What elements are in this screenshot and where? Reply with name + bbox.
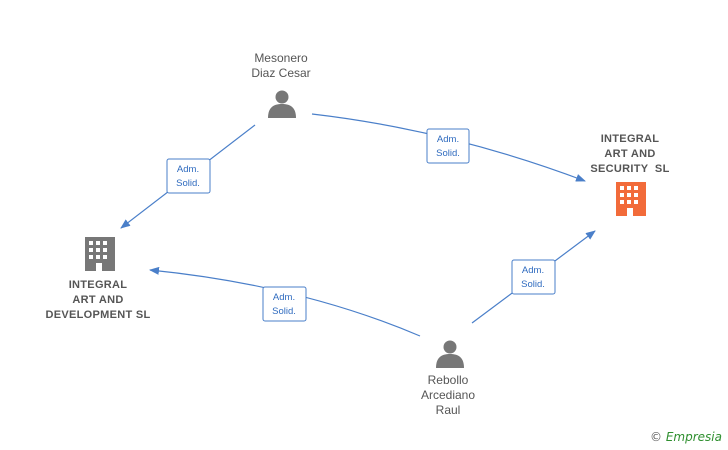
edge-label-line-1: Adm. bbox=[273, 292, 295, 303]
node-mesonero[interactable]: Mesonero Diaz Cesar bbox=[251, 51, 311, 118]
node-name-line-1: INTEGRAL bbox=[601, 133, 660, 145]
building-icon bbox=[85, 237, 115, 271]
edge-label-line-1: Adm. bbox=[437, 134, 459, 145]
copyright-symbol: © bbox=[650, 430, 663, 444]
node-name-line-2: Diaz Cesar bbox=[251, 66, 310, 80]
edge-label-line-2: Solid. bbox=[272, 306, 296, 317]
edge-rebollo-to-security: Adm. Solid. bbox=[471, 230, 596, 324]
edge-label-box bbox=[166, 158, 211, 194]
edge-label-line-1: Adm. bbox=[177, 164, 199, 175]
edge-label-line-1: Adm. bbox=[522, 265, 544, 276]
node-name-line-2: ART AND bbox=[604, 148, 655, 160]
edge-label-line-2: Solid. bbox=[521, 279, 545, 290]
edge-label-box bbox=[262, 286, 307, 322]
empresia-watermark: © Empresia bbox=[650, 430, 722, 444]
person-icon bbox=[436, 340, 464, 368]
building-icon bbox=[616, 182, 646, 216]
edge-label-box bbox=[426, 128, 470, 164]
node-name-line-1: Mesonero bbox=[254, 51, 308, 65]
node-integral-security[interactable]: INTEGRAL ART AND SECURITY SL bbox=[590, 133, 669, 216]
node-rebollo[interactable]: Rebollo Arcediano Raul bbox=[421, 340, 475, 418]
person-icon bbox=[268, 90, 296, 118]
node-name-line-3: DEVELOPMENT SL bbox=[45, 309, 150, 321]
node-name-line-3: SECURITY SL bbox=[590, 163, 669, 175]
edge-mesonero-to-development: Adm. Solid. bbox=[120, 124, 256, 229]
edge-rebollo-to-development: Adm. Solid. bbox=[149, 266, 421, 337]
node-name-line-3: Raul bbox=[436, 403, 461, 417]
node-integral-development[interactable]: INTEGRAL ART AND DEVELOPMENT SL bbox=[45, 237, 150, 321]
node-name-line-1: Rebollo bbox=[428, 373, 469, 387]
node-name-line-2: Arcediano bbox=[421, 388, 475, 402]
edge-mesonero-to-security: Adm. Solid. bbox=[311, 113, 586, 182]
node-name-line-1: INTEGRAL bbox=[69, 279, 128, 291]
edge-label-line-2: Solid. bbox=[176, 178, 200, 189]
empresia-logo: Empresia bbox=[665, 430, 722, 444]
edge-label-line-2: Solid. bbox=[436, 148, 460, 159]
edge-label-box bbox=[511, 259, 556, 295]
node-name-line-2: ART AND bbox=[72, 294, 123, 306]
